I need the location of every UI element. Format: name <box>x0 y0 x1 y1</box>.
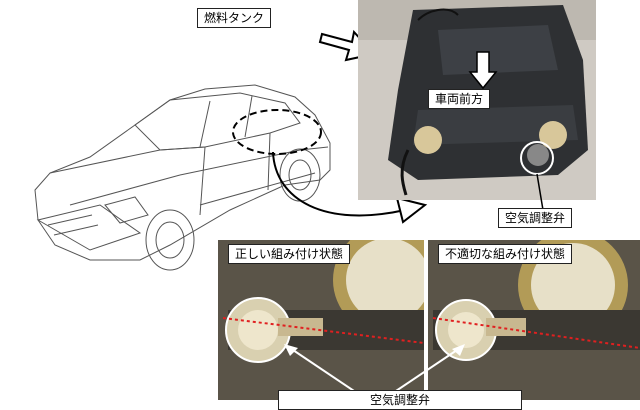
correct-install-photo <box>218 240 424 400</box>
car-illustration <box>34 84 331 271</box>
air-valve-callout <box>520 141 554 211</box>
down-arrow <box>468 51 498 90</box>
incorrect-install-label: 不適切な組み付け状態 <box>438 244 573 264</box>
incorrect-install-photo <box>428 240 640 400</box>
fuel-tank-photo <box>358 0 596 200</box>
curved-arrow <box>272 151 428 224</box>
correct-install-label: 正しい組み付け状態 <box>228 244 351 264</box>
vehicle-front-label: 車両前方 <box>428 89 491 109</box>
fuel-tank-label: 燃料タンク <box>197 8 272 28</box>
tank-location-marker <box>232 109 322 155</box>
bottom-caption: 空気調整弁 <box>278 390 522 410</box>
air-valve-label: 空気調整弁 <box>498 208 573 228</box>
